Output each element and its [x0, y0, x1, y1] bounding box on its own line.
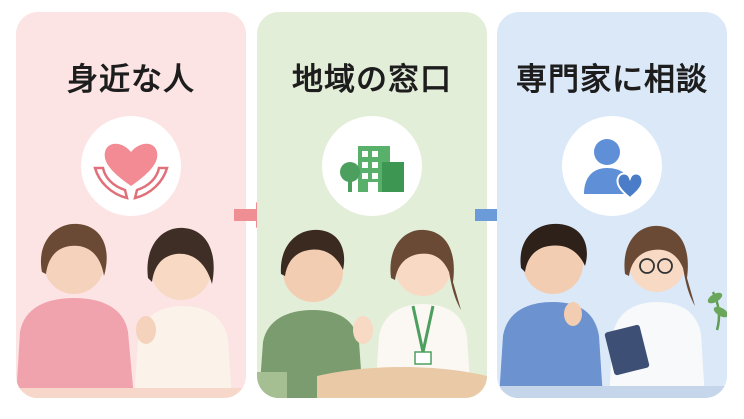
heart-hands-icon	[93, 143, 169, 200]
specialist-consultation-illustration	[497, 223, 727, 398]
icon-badge	[81, 116, 181, 216]
person-heart-icon	[584, 139, 644, 200]
panel-specialist-consultation: 専門家に相談	[497, 12, 727, 398]
panel-familiar-person: 身近な人	[16, 12, 246, 398]
icon-badge	[322, 116, 422, 216]
panel-title: 専門家に相談	[516, 62, 708, 98]
people-talking-illustration	[16, 223, 246, 398]
building-icon	[340, 146, 404, 192]
panel-title: 地域の窓口	[292, 62, 452, 98]
icon-badge	[562, 116, 662, 216]
panel-title: 身近な人	[67, 62, 195, 98]
counselor-consultation-illustration	[257, 229, 487, 398]
panel-local-office: 地域の窓口	[257, 12, 487, 398]
